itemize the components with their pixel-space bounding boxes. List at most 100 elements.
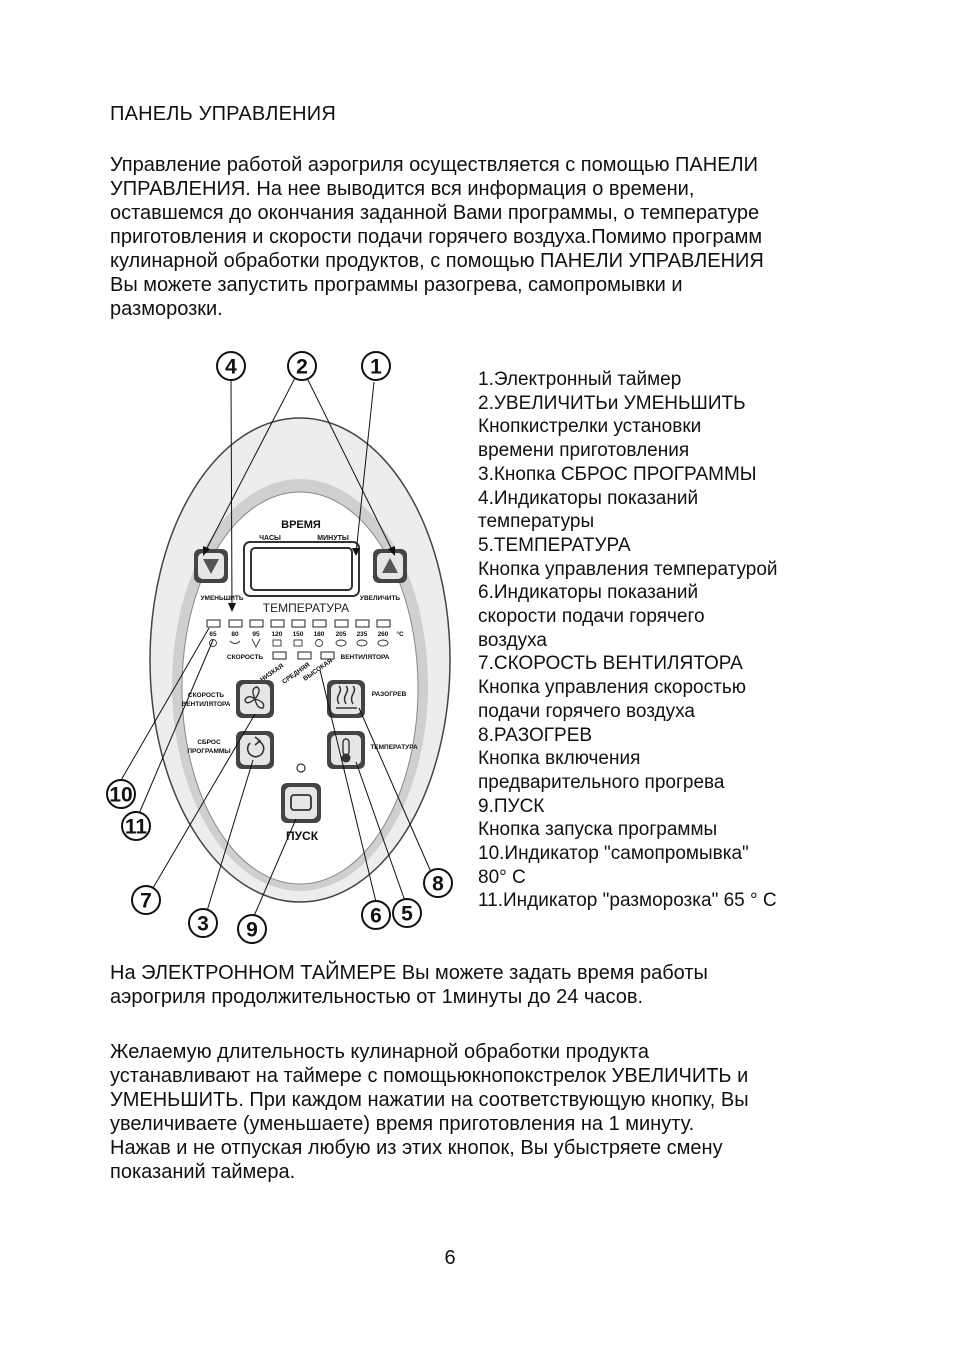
reheat-label: РАЗОГРЕВ <box>372 691 407 698</box>
temp-indicator <box>334 619 349 628</box>
callout-1 <box>361 351 391 381</box>
fan-button-label: СКОРОСТЬ <box>188 692 225 699</box>
temp-indicator <box>270 619 285 628</box>
paragraph-line: Желаемую длительность кулинарной обработ… <box>110 1041 649 1063</box>
time-label: ВРЕМЯ <box>281 519 321 531</box>
paragraph-line: Нажав и не отпуская любую из этих кнопок… <box>110 1137 723 1159</box>
pot-icon <box>293 639 303 647</box>
reset-program-button-face <box>240 735 270 765</box>
speed-indicator-mid <box>297 651 312 660</box>
timer-display <box>250 547 353 591</box>
intro-line: УПРАВЛЕНИЯ. На нее выводится вся информа… <box>110 178 695 200</box>
decrease-label: УМЕНЬШИТЬ <box>200 595 243 602</box>
reheat-button-face <box>331 684 361 714</box>
temp-unit: °C <box>396 630 404 638</box>
bowl-icon <box>229 640 241 644</box>
paragraph-line: показаний таймера. <box>110 1161 296 1183</box>
speed-label: СКОРОСТЬ <box>227 654 264 661</box>
intro-line: приготовления и скорости подачи горячего… <box>110 226 763 248</box>
temp-value: 180 <box>314 631 325 638</box>
start-label: ПУСК <box>286 829 319 843</box>
temp-indicator <box>291 619 306 628</box>
temp-value: 80 <box>231 631 239 638</box>
fan-label: ВЕНТИЛЯТОРА <box>341 654 390 661</box>
callout-10-label: 10 <box>109 784 132 807</box>
intro-line: разморозки. <box>110 298 223 320</box>
speed-indicator-low <box>272 651 287 660</box>
legend-line: 10.Индикатор "самопромывка" <box>478 843 749 865</box>
drumstick-icon <box>315 639 323 647</box>
legend-line: воздуха <box>478 629 547 651</box>
paragraph-line: УМЕНЬШИТЬ. При каждом нажатии на соответ… <box>110 1089 749 1111</box>
legend-line: Кнопка запуска программы <box>478 819 718 841</box>
callout-2-label: 2 <box>296 356 308 379</box>
callout-lines <box>119 377 432 917</box>
fan-icon <box>244 686 265 709</box>
callout-7-label: 7 <box>140 890 152 913</box>
temp-indicator <box>376 619 391 628</box>
legend-line: скорости подачи горячего <box>478 606 705 628</box>
increase-label: УВЕЛИЧИТЬ <box>360 595 401 602</box>
callout-markers: 4 2 1 10 11 7 3 9 6 5 8 <box>106 351 453 944</box>
control-panel-diagram: ВРЕМЯ ЧАСЫ МИНУТЫ УМЕНЬШИТЬ УВЕЛИЧИТЬ ТЕ… <box>106 351 453 944</box>
temp-indicator <box>312 619 327 628</box>
intro-line: Вы можете запустить программы разогрева,… <box>110 274 683 296</box>
intro-line: оставшемся до окончания заданной Вами пр… <box>110 202 760 224</box>
temperature-button-label: ТЕМПЕРАТУРА <box>370 744 418 751</box>
start-icon <box>290 794 312 811</box>
paragraph-line: увеличиваете (уменьшаете) время приготов… <box>110 1113 695 1135</box>
legend-line: подачи горячего воздуха <box>478 700 695 722</box>
callout-4-label: 4 <box>225 356 237 379</box>
paragraph-line: аэрогриля продолжительностью от 1минуты … <box>110 986 644 1008</box>
callout-11 <box>121 811 151 841</box>
temp-indicator <box>228 619 243 628</box>
temp-value: 65 <box>209 631 217 638</box>
temperature-button-face <box>331 735 361 765</box>
steak-icon <box>356 639 368 647</box>
thermometer-icon <box>341 738 351 763</box>
legend-line: 9.ПУСК <box>478 795 545 817</box>
legend-line: 6.Индикаторы показаний <box>478 582 699 604</box>
timer-usage-paragraph: Желаемую длительность кулинарной обработ… <box>110 1040 749 1184</box>
reset-button-label: СБРОС <box>197 739 221 746</box>
legend-line: 3.Кнопка СБРОС ПРОГРАММЫ <box>478 463 757 485</box>
arrow-down-icon <box>203 559 219 574</box>
callout-8-label: 8 <box>432 873 444 896</box>
temp-indicator <box>249 619 264 628</box>
legend-line: 5.ТЕМПЕРАТУРА <box>478 534 631 556</box>
legend-line: Кнопка управления скоростью <box>478 677 746 699</box>
status-led <box>296 763 306 773</box>
start-button-face <box>285 787 317 819</box>
paragraph-line: На ЭЛЕКТРОННОМ ТАЙМЕРЕ Вы можете задать … <box>110 962 708 984</box>
legend-line: предварительного прогрева <box>478 771 725 793</box>
arrow-up-icon <box>382 558 398 573</box>
food-icons <box>209 638 389 649</box>
callout-2 <box>287 351 317 381</box>
bread-icon <box>272 639 282 647</box>
timer-paragraph: На ЭЛЕКТРОННОМ ТАЙМЕРЕ Вы можете задать … <box>110 961 708 1009</box>
callout-3-label: 3 <box>197 913 209 936</box>
fan-button-label: ВЕНТИЛЯТОРА <box>182 701 231 708</box>
callout-5 <box>392 898 422 928</box>
legend-line: 11.Индикатор "разморозка" 65 ° С <box>478 890 777 912</box>
temp-value: 95 <box>252 631 260 638</box>
callout-3 <box>188 908 218 938</box>
callout-8 <box>423 868 453 898</box>
temp-indicator <box>206 619 221 628</box>
page-number: 6 <box>444 1247 456 1269</box>
speed-indicator-high <box>320 651 335 660</box>
callout-6 <box>361 900 391 930</box>
heat-waves-icon <box>336 685 357 709</box>
legend-line: Кнопка управления температурой <box>478 558 778 580</box>
intro-line: кулинарной обработки продуктов, с помощь… <box>110 250 764 272</box>
temp-value: 150 <box>293 631 304 638</box>
temp-indicator <box>355 619 370 628</box>
callout-5-label: 5 <box>401 903 413 926</box>
callout-1-label: 1 <box>370 356 382 379</box>
callout-9-label: 9 <box>246 919 258 942</box>
legend-line: 2.УВЕЛИЧИТЬи УМЕНЬШИТЬ <box>478 392 746 414</box>
temp-value: 120 <box>272 631 283 638</box>
legend-line: температуры <box>478 511 595 533</box>
legend-list: 1.Электронный таймер 2.УВЕЛИЧИТЬи УМЕНЬШ… <box>478 368 828 913</box>
legend-line: 80° С <box>478 866 526 888</box>
